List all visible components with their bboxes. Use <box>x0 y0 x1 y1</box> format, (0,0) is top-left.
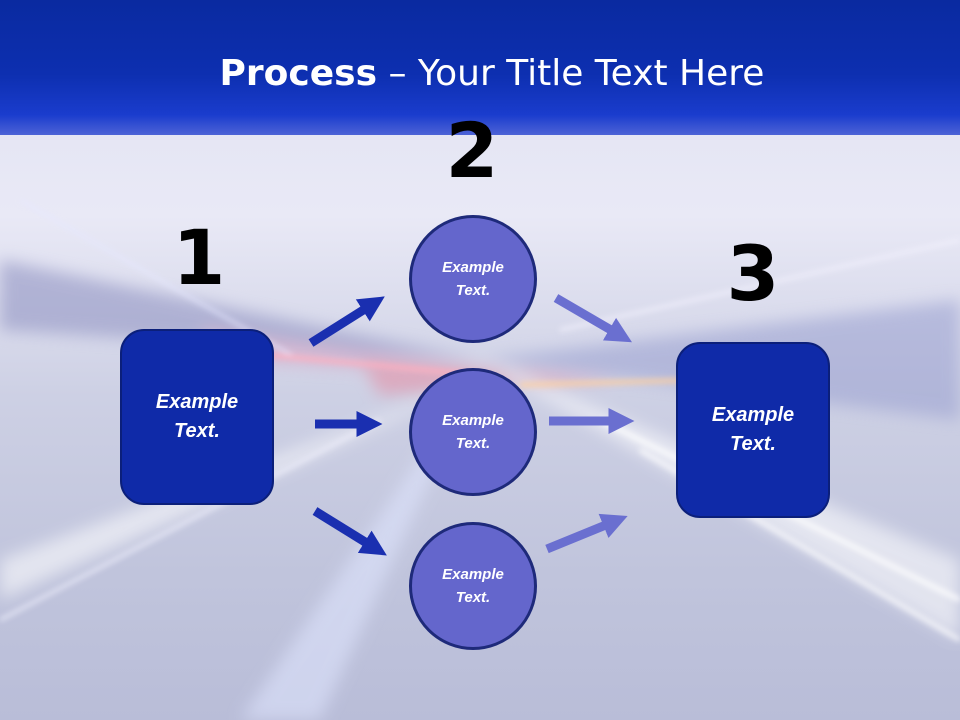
start-box-label: Example Text. <box>155 391 239 442</box>
arrow-bottom-to-end <box>545 513 628 554</box>
title-rest: – Your Title Text Here <box>377 53 765 94</box>
step-number-2: 2 <box>445 106 499 195</box>
middle-circle-center: Example Text. <box>409 368 537 496</box>
step-number-1: 1 <box>172 213 226 302</box>
middle-circle-top-label: Example Text. <box>442 259 504 299</box>
title-band <box>0 0 960 135</box>
middle-circle-top: Example Text. <box>409 215 537 343</box>
arrow-top-to-end <box>553 294 633 343</box>
slide-title: Process – Your Title Text Here <box>0 52 960 96</box>
arrow-start-to-top <box>308 296 385 347</box>
arrow-start-to-bottom <box>312 507 387 556</box>
middle-circle-bottom-label: Example Text. <box>442 566 504 606</box>
title-bold: Process <box>219 53 378 94</box>
end-box: Example Text. <box>676 342 830 518</box>
middle-circle-center-label: Example Text. <box>442 412 504 452</box>
step-number-3: 3 <box>726 229 780 318</box>
end-box-label: Example Text. <box>711 404 795 455</box>
middle-circle-bottom: Example Text. <box>409 522 537 650</box>
start-box: Example Text. <box>120 329 274 505</box>
